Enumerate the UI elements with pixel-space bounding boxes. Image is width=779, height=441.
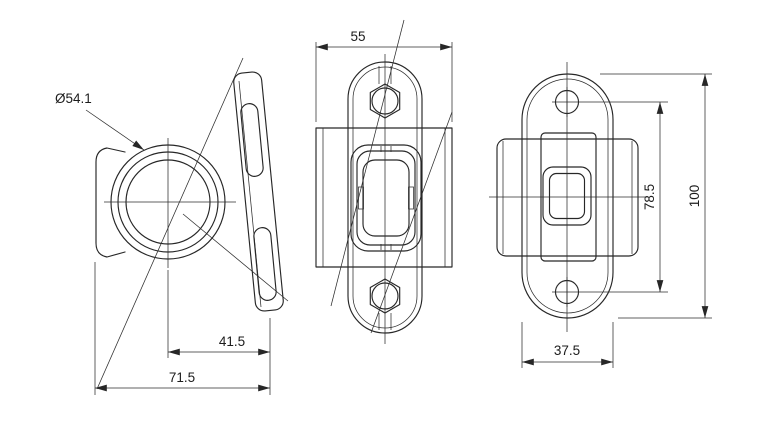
construction-diagonal-short	[182, 213, 289, 302]
mounting-plate	[233, 71, 284, 312]
dim-hole-spacing: 78.5	[582, 101, 668, 293]
dim-body-width-front: 55	[315, 29, 453, 122]
plate-slot-top	[240, 103, 264, 177]
plate-slot-bottom	[253, 227, 277, 301]
dim-lens-diameter: Ø54.1	[55, 91, 145, 151]
gasket-outline	[362, 159, 410, 237]
frame-clip-ticks-bottom	[380, 244, 392, 250]
gasket-tab-right	[408, 186, 414, 210]
dim-overall-height-label: 100	[687, 185, 702, 208]
central-block	[496, 138, 639, 257]
construction-diagonal-1	[330, 19, 405, 307]
body-inner-outline	[526, 78, 609, 314]
dim-overall-depth-label: 71.5	[169, 370, 195, 385]
dim-body-depth: 37.5	[521, 322, 614, 368]
dim-overall-depth: 71.5	[94, 262, 270, 395]
dim-body-depth-label: 37.5	[554, 343, 580, 358]
rear-view	[489, 62, 648, 332]
dim-body-width-front-label: 55	[350, 29, 365, 44]
dim-overall-height: 100	[600, 73, 712, 319]
stud-lines-bottom	[378, 313, 392, 330]
leader-line	[85, 109, 145, 151]
rubber-housing-profile	[95, 147, 126, 258]
lens-frame-middle	[356, 150, 416, 246]
dim-center-offset-label: 41.5	[219, 334, 245, 349]
frame-clip-ticks-top	[380, 146, 392, 152]
construction-diagonal-2	[370, 111, 453, 334]
dim-lens-diameter-label: Ø54.1	[55, 91, 92, 106]
central-block	[315, 127, 453, 268]
construction-diagonal-long	[96, 57, 244, 390]
stud-lines-top	[378, 66, 392, 84]
dim-center-offset: 41.5	[167, 270, 271, 395]
dim-hole-spacing-label: 78.5	[642, 184, 657, 210]
front-view	[315, 19, 453, 344]
lens-frame-outer	[350, 144, 422, 252]
body-outline	[521, 73, 614, 319]
side-view	[95, 57, 289, 390]
